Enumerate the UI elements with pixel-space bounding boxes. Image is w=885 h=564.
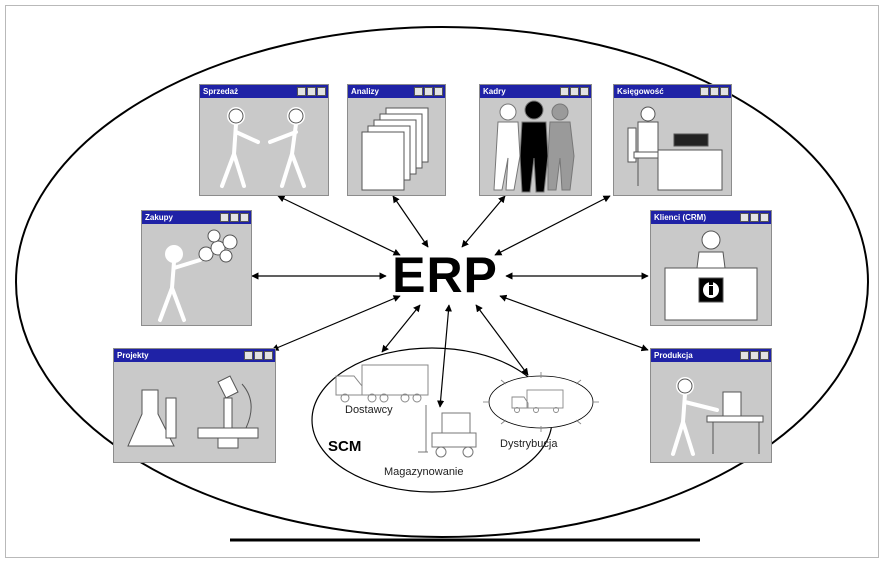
window-controls[interactable] (740, 213, 769, 222)
supplier-truck-icon (335, 364, 429, 403)
erp-center-label: ERP (392, 247, 498, 303)
handshake-icon (220, 107, 306, 188)
erp-outer-ring (15, 26, 869, 538)
window-title: Produkcja (654, 351, 693, 360)
window-controls[interactable] (740, 351, 769, 360)
window-controls[interactable] (220, 213, 249, 222)
window-crm[interactable]: Klienci (CRM) (650, 210, 772, 326)
window-controls[interactable] (414, 87, 443, 96)
buyer-icon (158, 229, 238, 322)
window-hr[interactable]: Kadry (479, 84, 592, 196)
window-controls[interactable] (297, 87, 326, 96)
people-icon (493, 100, 575, 193)
window-purchasing[interactable]: Zakupy (141, 210, 252, 326)
accountant-icon (627, 106, 723, 191)
window-title: Kadry (483, 87, 506, 96)
scm-item-warehousing: Magazynowanie (384, 466, 464, 478)
scm-item-distribution: Dystrybucja (500, 438, 558, 450)
window-projects[interactable]: Projekty (113, 348, 276, 463)
scm-item-suppliers: Dostawcy (345, 404, 393, 416)
information-desk-icon (664, 230, 758, 321)
scm-label: SCM (328, 438, 362, 455)
window-title: Księgowość (617, 87, 664, 96)
window-title: Zakupy (145, 213, 174, 222)
window-analytics[interactable]: Analizy (347, 84, 446, 196)
image-frame (5, 5, 879, 558)
window-accounting[interactable]: Księgowość (613, 84, 732, 196)
distribution-truck-icon (483, 372, 599, 432)
window-title: Analizy (351, 87, 380, 96)
forklift-icon (418, 405, 477, 458)
window-production[interactable]: Produkcja (650, 348, 772, 463)
window-title: Sprzedaż (203, 87, 239, 96)
connector-arrows (251, 195, 649, 408)
worker-icon (671, 377, 764, 456)
distribution-ellipse (488, 375, 594, 429)
laboratory-icon (127, 375, 259, 449)
window-controls[interactable] (244, 351, 273, 360)
documents-icon (361, 107, 429, 191)
window-title: Projekty (117, 351, 149, 360)
window-sales[interactable]: Sprzedaż (199, 84, 329, 196)
window-controls[interactable] (700, 87, 729, 96)
window-title: Klienci (CRM) (654, 213, 706, 222)
window-controls[interactable] (560, 87, 589, 96)
